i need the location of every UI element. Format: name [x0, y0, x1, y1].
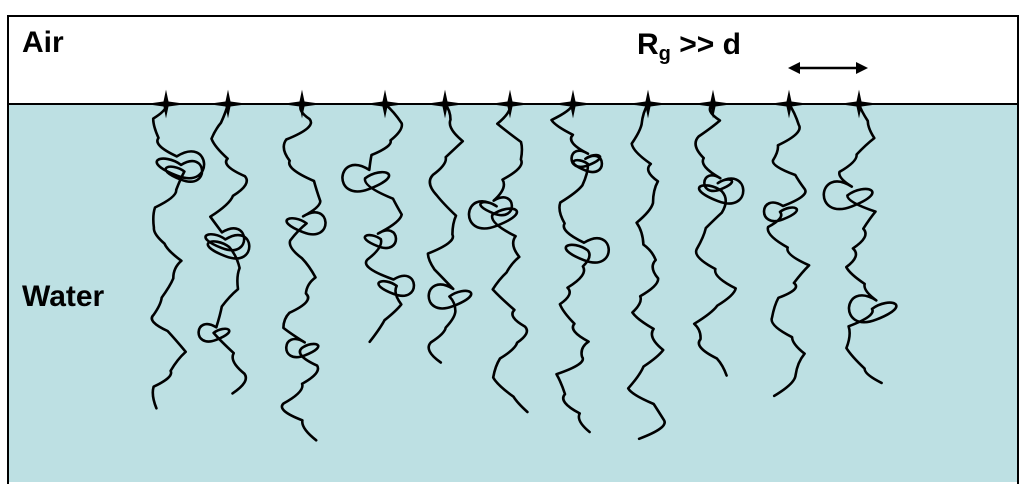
polymer-chain	[692, 102, 745, 377]
anchor-star	[364, 89, 406, 119]
anchor-star	[552, 89, 594, 119]
polymer-chain	[280, 102, 327, 442]
polymer-chain	[197, 102, 251, 395]
anchor-star	[424, 89, 466, 119]
water-label: Water	[22, 280, 105, 313]
anchor-star	[145, 89, 187, 119]
polymer-chain	[426, 102, 473, 364]
polymer-chain	[550, 102, 611, 434]
anchor-star	[281, 89, 323, 119]
rg-symbol: R	[637, 28, 659, 61]
radius-of-gyration-relation: Rg >> d	[637, 28, 741, 66]
anchor-star	[838, 89, 880, 119]
anchor-star	[489, 89, 531, 119]
relation-rest: >> d	[670, 28, 741, 61]
polymer-chains	[145, 89, 898, 442]
polymer-chain	[150, 102, 206, 410]
rg-subscript: g	[658, 43, 671, 65]
polymer-chain	[341, 102, 416, 344]
polymer-chain	[762, 102, 811, 398]
air-label: Air	[22, 26, 64, 59]
anchor-star	[627, 89, 669, 119]
spacing-arrow	[788, 62, 868, 74]
diagram-frame	[7, 15, 1019, 484]
polymer-chain	[822, 102, 898, 385]
polymer-chain	[467, 102, 529, 414]
anchor-star	[768, 89, 810, 119]
anchor-star	[692, 89, 734, 119]
anchor-star	[207, 89, 249, 119]
polymer-chain	[626, 102, 666, 441]
